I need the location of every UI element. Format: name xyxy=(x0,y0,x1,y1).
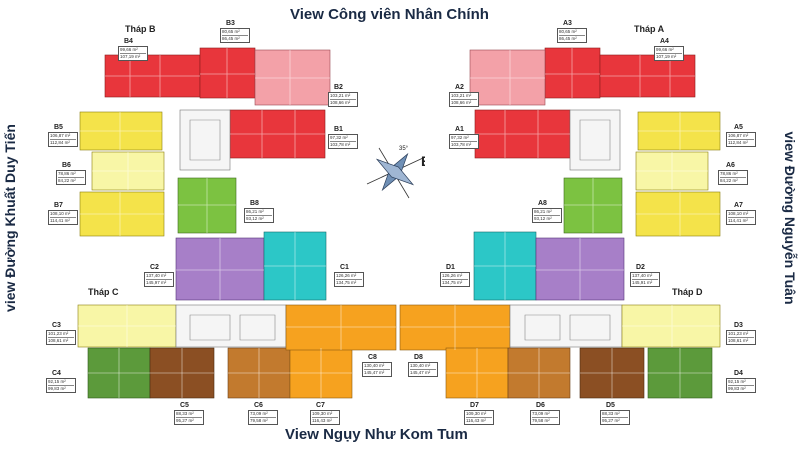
unit-label-B7: B7 xyxy=(54,202,63,209)
unit-label-D2: D2 xyxy=(636,264,645,271)
unit-label-C1: C1 xyxy=(340,264,349,271)
core-C xyxy=(175,304,287,348)
unit-label-C4: C4 xyxy=(52,370,61,377)
unit-label-B2: B2 xyxy=(334,84,343,91)
unit-label-C7: C7 xyxy=(316,402,325,409)
unit-label-B3: B3 xyxy=(226,20,235,27)
core-walls xyxy=(189,119,611,341)
unit-label-A7: A7 xyxy=(734,202,743,209)
unit-label-B6: B6 xyxy=(62,162,71,169)
view-bottom-label: View Ngụy Như Kom Tum xyxy=(285,426,468,443)
unit-label-D6: D6 xyxy=(536,402,545,409)
core-A xyxy=(569,109,621,171)
interior-walls xyxy=(78,48,720,398)
compass-icon: 35° B xyxy=(366,146,425,199)
unit-label-B4: B4 xyxy=(124,38,133,45)
unit-A2[interactable] xyxy=(469,49,546,106)
view-left-label: view Đường Khuất Duy Tiến xyxy=(2,124,18,312)
unit-label-D5: D5 xyxy=(606,402,615,409)
unit-label-A2: A2 xyxy=(455,84,464,91)
unit-label-C3: C3 xyxy=(52,322,61,329)
unit-label-C2: C2 xyxy=(150,264,159,271)
unit-B3[interactable] xyxy=(199,47,256,99)
view-top-label: View Công viên Nhân Chính xyxy=(290,6,489,23)
core-B xyxy=(179,109,231,171)
unit-label-C8: C8 xyxy=(368,354,377,361)
tower-a-label: Tháp A xyxy=(634,24,665,34)
tower-c-label: Tháp C xyxy=(88,287,119,297)
unit-label-A5: A5 xyxy=(734,124,743,131)
unit-label-C5: C5 xyxy=(180,402,189,409)
unit-label-A1: A1 xyxy=(455,126,464,133)
view-right-label: view Đường Nguyễn Tuân xyxy=(782,131,798,305)
unit-label-B5: B5 xyxy=(54,124,63,131)
unit-label-D7: D7 xyxy=(470,402,479,409)
unit-label-D3: D3 xyxy=(734,322,743,329)
unit-label-A8: A8 xyxy=(538,200,547,207)
tower-b-label: Tháp B xyxy=(125,24,156,34)
unit-label-D4: D4 xyxy=(734,370,743,377)
core-D xyxy=(509,304,623,348)
unit-label-C6: C6 xyxy=(254,402,263,409)
unit-label-A4: A4 xyxy=(660,38,669,45)
unit-label-B1: B1 xyxy=(334,126,343,133)
compass-angle: 35° xyxy=(399,146,409,152)
compass-letter: B xyxy=(421,153,425,169)
unit-A3[interactable] xyxy=(544,47,601,99)
tower-d-label: Tháp D xyxy=(672,287,703,297)
unit-label-D8: D8 xyxy=(414,354,423,361)
unit-label-B8: B8 xyxy=(250,200,259,207)
unit-label-A6: A6 xyxy=(726,162,735,169)
unit-label-D1: D1 xyxy=(446,264,455,271)
unit-B2[interactable] xyxy=(254,49,331,106)
unit-label-A3: A3 xyxy=(563,20,572,27)
